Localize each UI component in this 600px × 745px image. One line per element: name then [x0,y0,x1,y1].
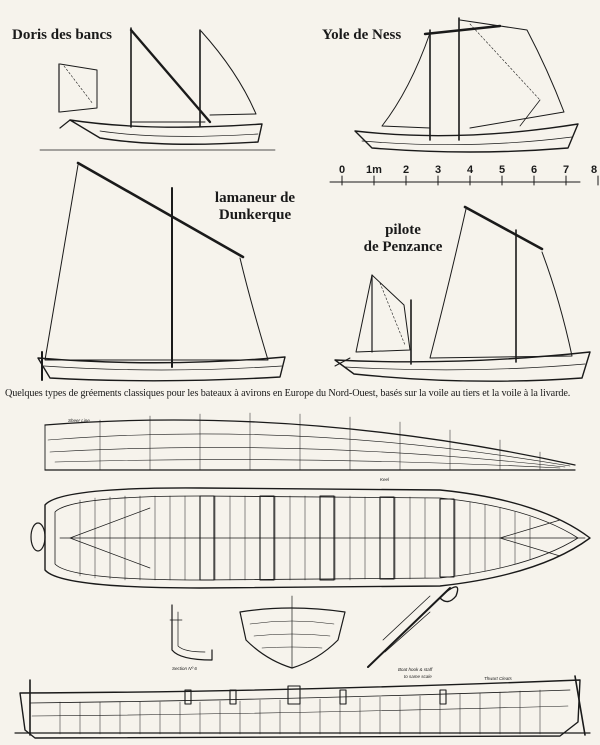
note-section: Section Nº 6 [172,666,197,671]
note-thwart-cleats: Thwart Cleats [484,676,513,681]
drawing-doris-des-bancs [39,27,276,151]
label-lamaneur-line2: Dunkerque [218,207,292,223]
scale-tick-2: 2 [403,164,409,176]
drawing-yole-de-ness [354,17,579,153]
scale-tick-8: 8 [591,164,597,176]
scale-tick-labels: 0 1m 2 3 4 5 6 7 8 [339,164,597,176]
scale-tick-1: 1m [366,164,382,176]
drawing-details [169,586,459,669]
label-pilote-de-penzance: pilote de Penzance [358,222,448,256]
scale-tick-6: 6 [531,164,537,176]
label-doris-des-bancs: Doris des bancs [12,27,113,43]
scale-bar [329,175,599,186]
drawing-pilote-de-penzance [334,205,591,382]
scale-tick-4: 4 [467,164,474,176]
note-sheer-line: Sheer Line [68,418,90,423]
note-boat-hook: Boat hook & staff [398,667,433,672]
note-keel: Keel [380,477,390,482]
scale-tick-7: 7 [563,164,569,176]
drawing-lines-plan [44,412,576,471]
label-pilote-line2: de Penzance [363,239,443,255]
figure-caption: Quelques types de gréements classiques p… [5,388,571,399]
scale-tick-5: 5 [499,164,505,176]
drawing-lamaneur-de-dunkerque [37,161,286,382]
label-pilote-line1: pilote [385,222,421,238]
scale-tick-3: 3 [435,164,441,176]
note-same-scale: to same scale [404,674,432,679]
label-lamaneur-de-dunkerque: lamaneur de Dunkerque [205,190,305,224]
label-yole-de-ness: Yole de Ness [322,27,402,43]
scale-tick-0: 0 [339,164,345,176]
drawing-annotations: Sheer Line Keel Section Nº 6 Boat hook &… [68,418,513,681]
drawing-construction-profile [14,675,591,739]
drawing-top-plan [30,487,591,589]
label-lamaneur-line1: lamaneur de [214,190,296,206]
